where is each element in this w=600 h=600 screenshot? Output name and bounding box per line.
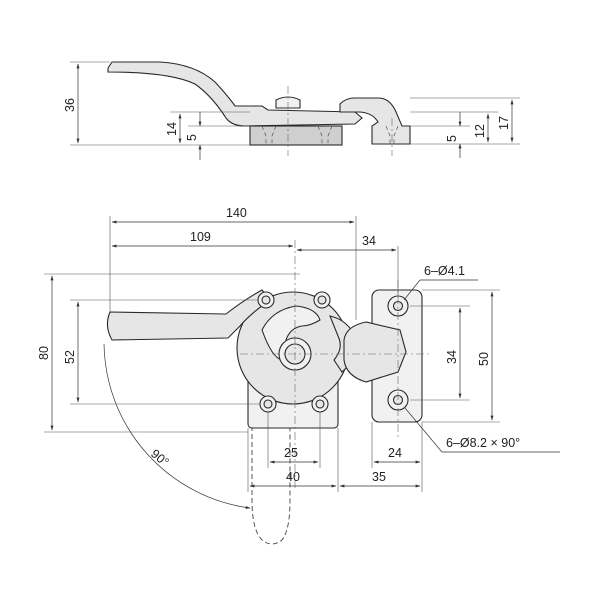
side-view: 36 14 5 5 12 17 <box>63 61 520 160</box>
side-base-plate-left <box>249 125 343 146</box>
dim-34-top: 34 <box>362 234 376 248</box>
dim-17: 17 <box>497 116 511 130</box>
dim-34-right: 34 <box>445 350 459 364</box>
dim-50: 50 <box>477 352 491 366</box>
top-lever-handle <box>106 289 271 341</box>
dim-5-left: 5 <box>185 134 199 141</box>
callout-hole-csk: 6–Ø8.2 × 90° <box>446 436 520 450</box>
side-keeper <box>339 97 411 145</box>
dim-12: 12 <box>473 124 487 138</box>
dim-24: 24 <box>388 446 402 460</box>
top-view: 90° <box>37 206 560 545</box>
dim-25: 25 <box>284 446 298 460</box>
dim-14: 14 <box>165 122 179 136</box>
dim-35: 35 <box>372 470 386 484</box>
callout-hole-small: 6–Ø4.1 <box>424 264 465 278</box>
side-lever-arm <box>107 61 363 127</box>
dim-angle-90: 90° <box>148 447 171 470</box>
dim-109: 109 <box>190 230 211 244</box>
dim-40: 40 <box>286 470 300 484</box>
dim-80: 80 <box>37 346 51 360</box>
dim-140: 140 <box>226 206 247 220</box>
dim-36: 36 <box>63 98 77 112</box>
top-keeper-tongue <box>343 321 407 383</box>
dim-5-right: 5 <box>445 135 459 142</box>
dim-52: 52 <box>63 350 77 364</box>
